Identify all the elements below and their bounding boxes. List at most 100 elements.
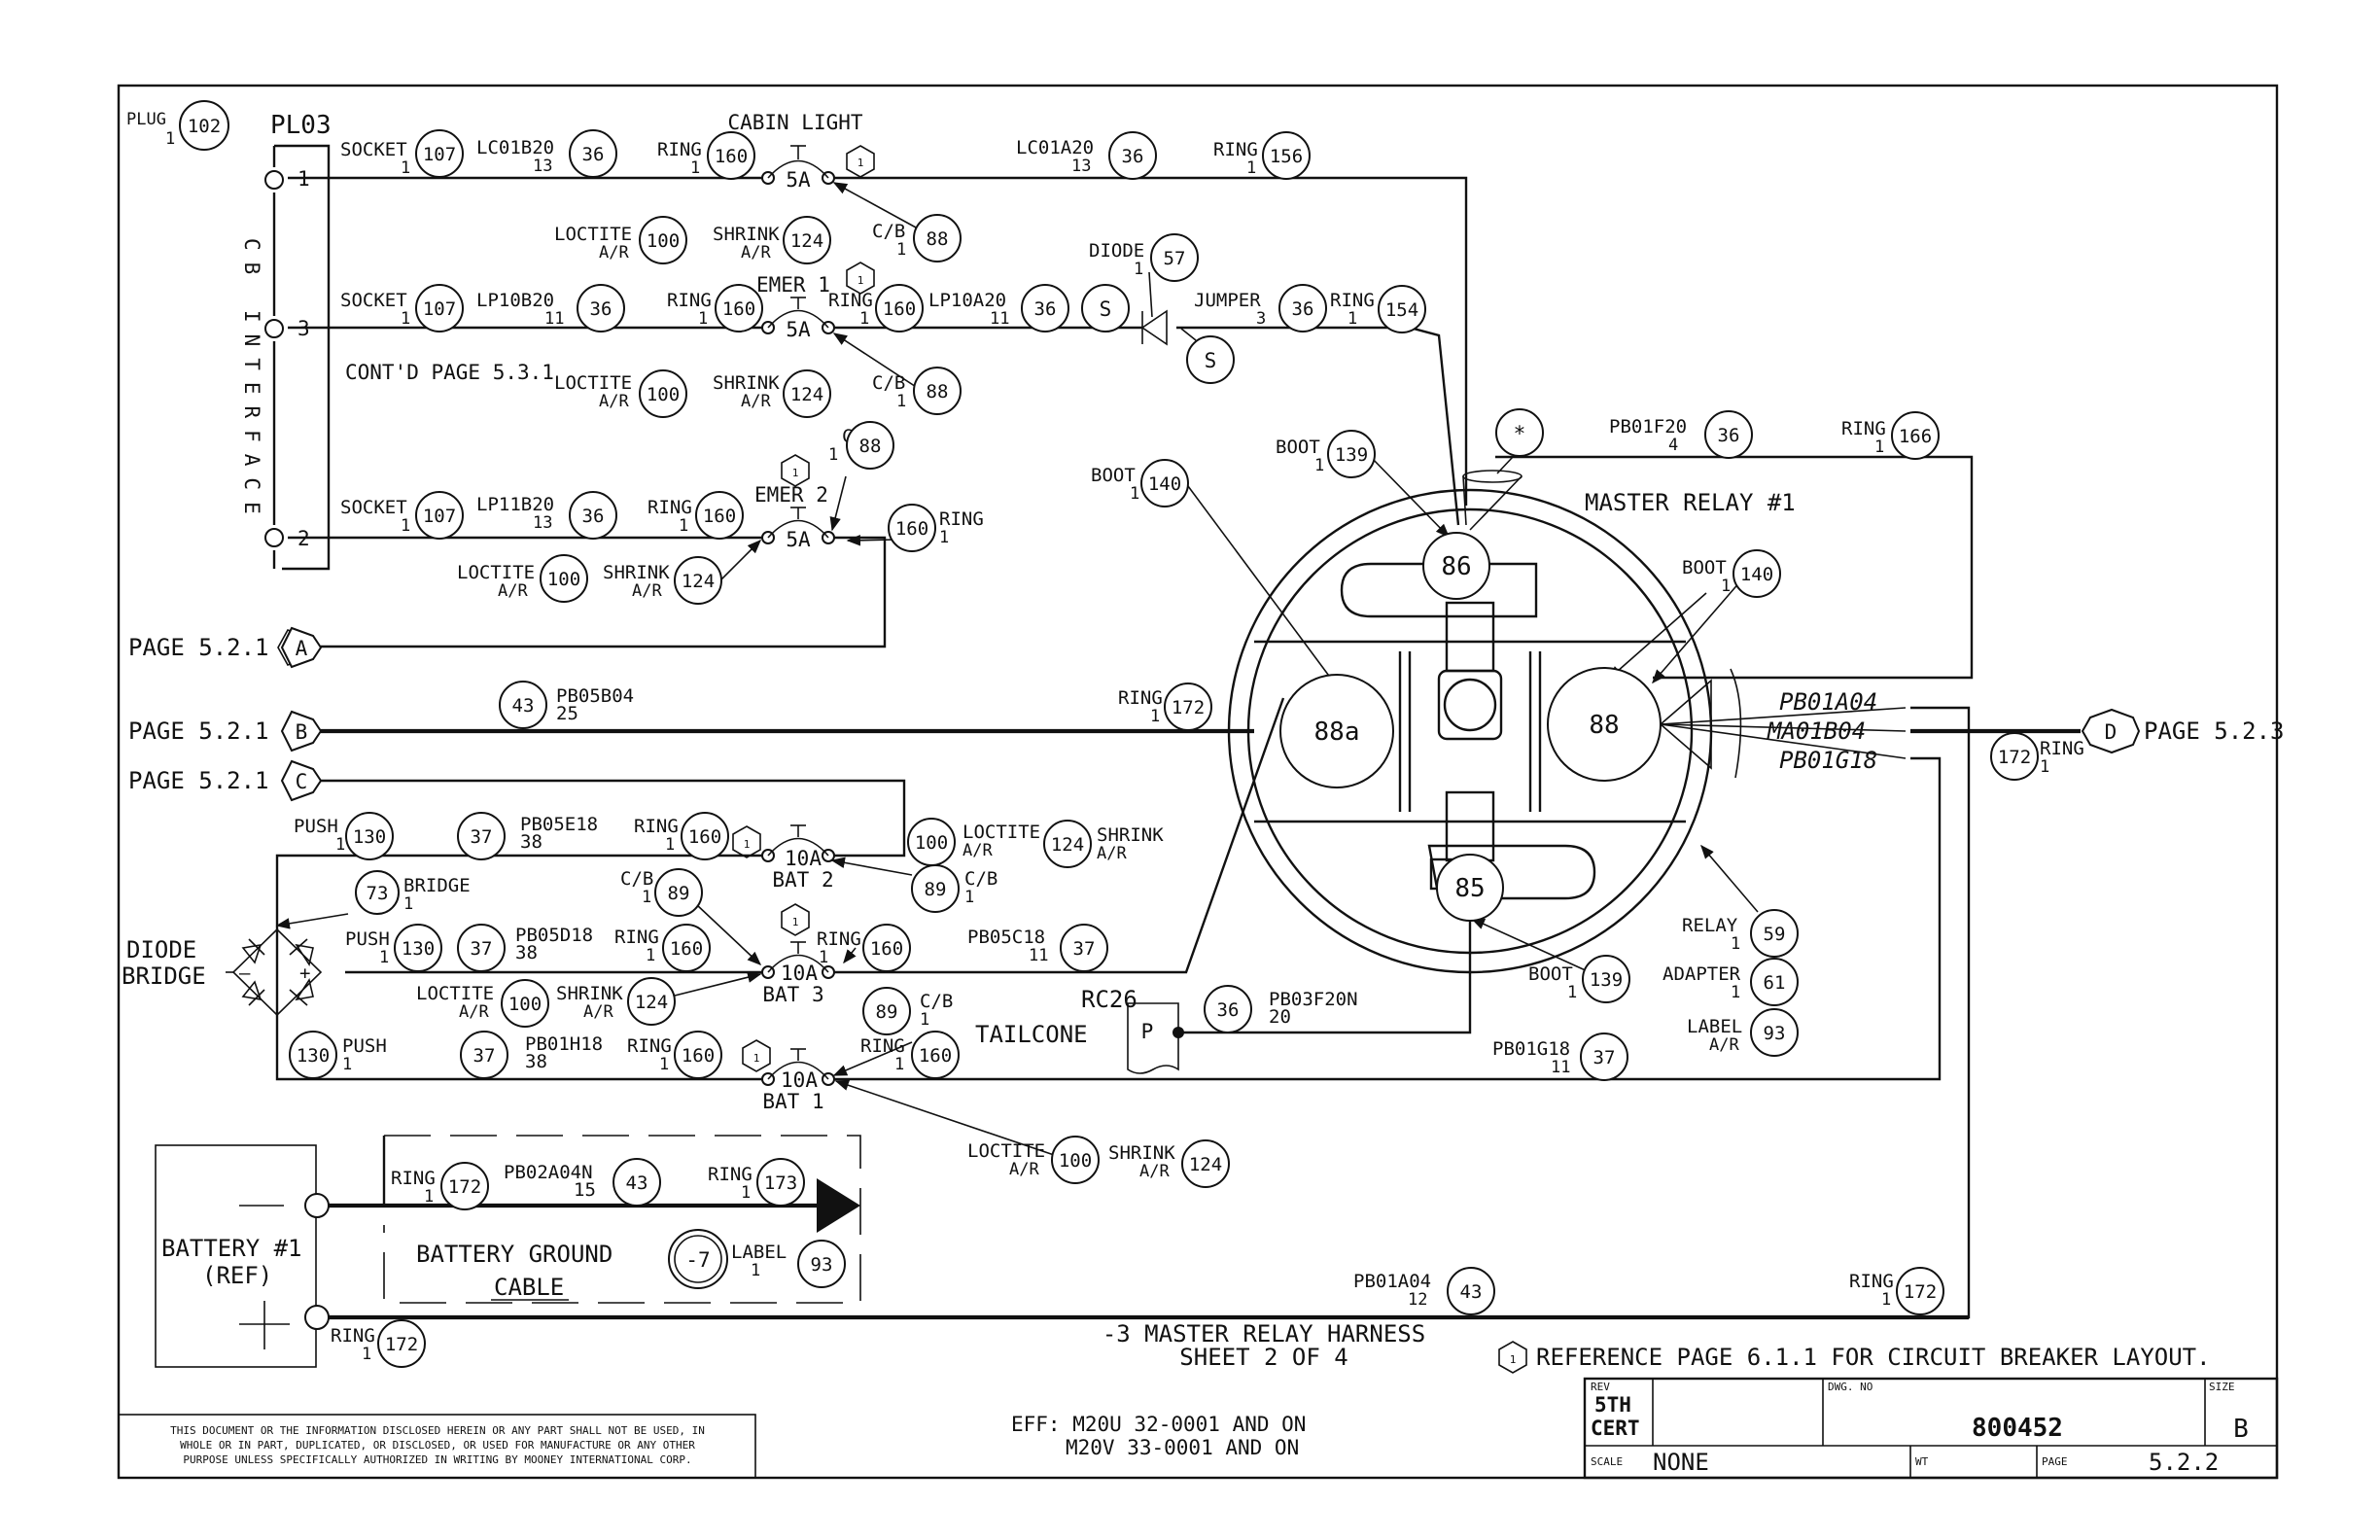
wire-pb01g18: PB01G18 <box>1779 747 1877 774</box>
svg-text:11: 11 <box>1551 1058 1570 1077</box>
svg-text:5A: 5A <box>786 318 811 341</box>
svg-text:124: 124 <box>790 384 823 405</box>
svg-text:5A: 5A <box>786 528 811 551</box>
svg-text:P: P <box>1141 1020 1154 1043</box>
svg-text:166: 166 <box>1899 426 1932 447</box>
battery-label: BATTERY #1 <box>161 1235 302 1262</box>
svg-text:37: 37 <box>1593 1047 1616 1068</box>
svg-text:5TH: 5TH <box>1594 1393 1631 1417</box>
svg-text:PB01H18: PB01H18 <box>525 1033 603 1055</box>
balloon <box>612 1158 661 1207</box>
svg-text:130: 130 <box>402 938 435 960</box>
svg-text:BRIDGE: BRIDGE <box>122 962 206 990</box>
svg-text:SOCKET: SOCKET <box>340 290 407 311</box>
tailcone-label: TAILCONE <box>975 1021 1088 1048</box>
svg-text:160: 160 <box>715 146 748 167</box>
battery-box <box>155 1144 330 1368</box>
svg-text:1: 1 <box>741 1183 751 1203</box>
svg-text:107: 107 <box>423 298 456 320</box>
svg-text:1: 1 <box>1567 983 1577 1002</box>
svg-text:LOCTITE: LOCTITE <box>457 562 535 583</box>
svg-text:C/B: C/B <box>964 868 998 890</box>
svg-text:61: 61 <box>1764 972 1786 994</box>
svg-text:160: 160 <box>703 506 736 527</box>
rc26-label: RC26 <box>1081 986 1138 1013</box>
svg-text:1: 1 <box>1130 484 1139 504</box>
balloon <box>639 369 687 418</box>
balloon <box>1327 430 1376 478</box>
svg-text:RING: RING <box>828 290 873 311</box>
cabin-light-label: CABIN LIGHT <box>727 111 862 134</box>
svg-text:173: 173 <box>764 1172 797 1194</box>
svg-text:A/R: A/R <box>583 1002 613 1022</box>
svg-text:73: 73 <box>367 883 389 904</box>
svg-text:1: 1 <box>792 916 799 928</box>
svg-text:WHOLE OR IN PART, DUPLICATED,: WHOLE OR IN PART, DUPLICATED, OR DISCLOS… <box>180 1439 695 1452</box>
svg-text:140: 140 <box>1740 564 1773 585</box>
svg-text:A/R: A/R <box>599 243 629 262</box>
svg-text:A/R: A/R <box>459 1002 489 1022</box>
svg-text:EMER 1: EMER 1 <box>756 273 830 297</box>
balloon <box>695 491 744 540</box>
svg-text:12: 12 <box>1408 1290 1427 1310</box>
svg-text:LABEL: LABEL <box>1687 1016 1742 1037</box>
svg-text:1: 1 <box>646 946 655 965</box>
balloon <box>540 554 588 603</box>
svg-text:37: 37 <box>471 938 493 960</box>
svg-text:88: 88 <box>1589 711 1619 740</box>
svg-text:RING: RING <box>1118 687 1163 709</box>
svg-text:EMER 2: EMER 2 <box>754 483 828 507</box>
svg-text:160: 160 <box>870 938 903 960</box>
balloon <box>1150 233 1199 282</box>
thick-wires <box>317 728 2081 1320</box>
svg-text:LC01B20: LC01B20 <box>476 137 554 158</box>
svg-text:36: 36 <box>590 298 612 320</box>
reference-note: REFERENCE PAGE 6.1.1 FOR CIRCUIT BREAKER… <box>1536 1344 2211 1371</box>
balloon <box>639 216 687 264</box>
svg-text:A/R: A/R <box>498 581 528 601</box>
svg-text:139: 139 <box>1335 444 1368 466</box>
svg-text:100: 100 <box>547 569 580 590</box>
svg-text:36: 36 <box>582 144 605 165</box>
page-ref-d: PAGE 5.2.3 <box>2144 718 2285 745</box>
balloon <box>569 129 617 178</box>
balloon <box>707 131 755 180</box>
svg-text:LABEL: LABEL <box>731 1242 787 1263</box>
balloon <box>394 924 442 972</box>
svg-text:1: 1 <box>698 309 708 329</box>
svg-text:PB05E18: PB05E18 <box>520 814 598 835</box>
plug-label: PLUG <box>126 110 166 129</box>
balloon <box>681 812 729 860</box>
svg-text:A/R: A/R <box>1009 1160 1039 1179</box>
socket-label: SOCKET <box>340 139 407 160</box>
svg-text:C/B: C/B <box>872 221 905 242</box>
svg-text:1: 1 <box>401 309 410 329</box>
breaker-cabin-light: 5A CABIN LIGHT 1 <box>727 111 875 192</box>
balloon <box>797 1240 846 1288</box>
svg-text:15: 15 <box>574 1179 596 1201</box>
cb-interface-label: CB INTERFACE <box>240 238 263 526</box>
svg-text:124: 124 <box>1051 834 1084 856</box>
svg-text:43: 43 <box>512 695 535 717</box>
balloon <box>1060 924 1108 972</box>
balloon <box>911 1031 960 1079</box>
svg-text:RING: RING <box>1213 139 1258 160</box>
balloon <box>1732 549 1781 598</box>
svg-text:ADAPTER: ADAPTER <box>1662 963 1741 985</box>
svg-text:1: 1 <box>1134 260 1143 279</box>
svg-text:1: 1 <box>362 1345 371 1364</box>
svg-text:1: 1 <box>690 158 700 178</box>
balloon <box>1896 1267 1944 1315</box>
svg-text:1: 1 <box>939 528 949 547</box>
svg-text:1: 1 <box>1150 707 1160 726</box>
svg-text:1: 1 <box>964 888 974 907</box>
svg-text:1: 1 <box>819 948 828 967</box>
svg-text:SHRINK: SHRINK <box>603 562 670 583</box>
svg-text:1: 1 <box>751 1261 760 1280</box>
balloon <box>1181 1139 1230 1188</box>
svg-text:A/R: A/R <box>741 243 771 262</box>
svg-text:PB05D18: PB05D18 <box>515 925 593 946</box>
svg-text:10A: 10A <box>781 962 818 985</box>
svg-text:RING: RING <box>648 497 692 518</box>
